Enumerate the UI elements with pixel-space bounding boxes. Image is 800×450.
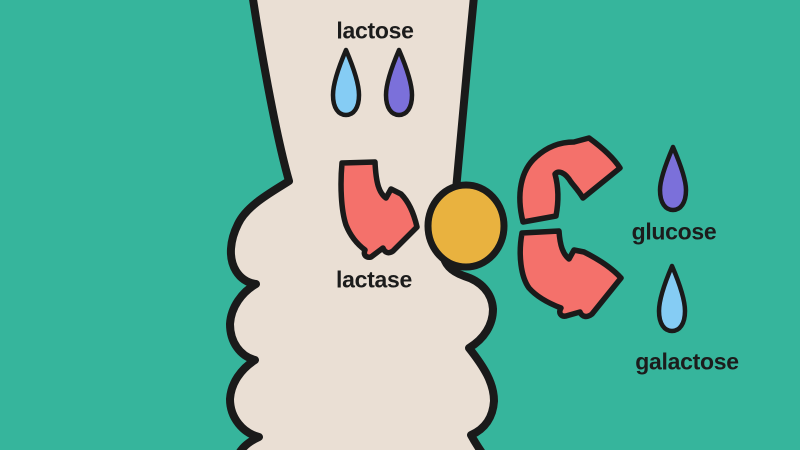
lactose-label: lactose — [336, 17, 414, 44]
glucose-label: glucose — [631, 218, 717, 245]
droplet-icon-lactose-blue — [330, 47, 362, 118]
droplet-icon-lactose-purple — [383, 47, 415, 118]
droplet-icon-galactose — [656, 263, 688, 334]
lactase-enzyme-circle — [424, 181, 508, 271]
droplet-icon-glucose — [657, 144, 689, 213]
galactose-label: galactose — [635, 348, 739, 375]
lactase-label: lactase — [336, 266, 412, 293]
curved-arrow-down-icon — [517, 228, 624, 320]
bent-arrow-icon — [338, 159, 420, 260]
curved-arrow-up-icon — [517, 135, 623, 225]
